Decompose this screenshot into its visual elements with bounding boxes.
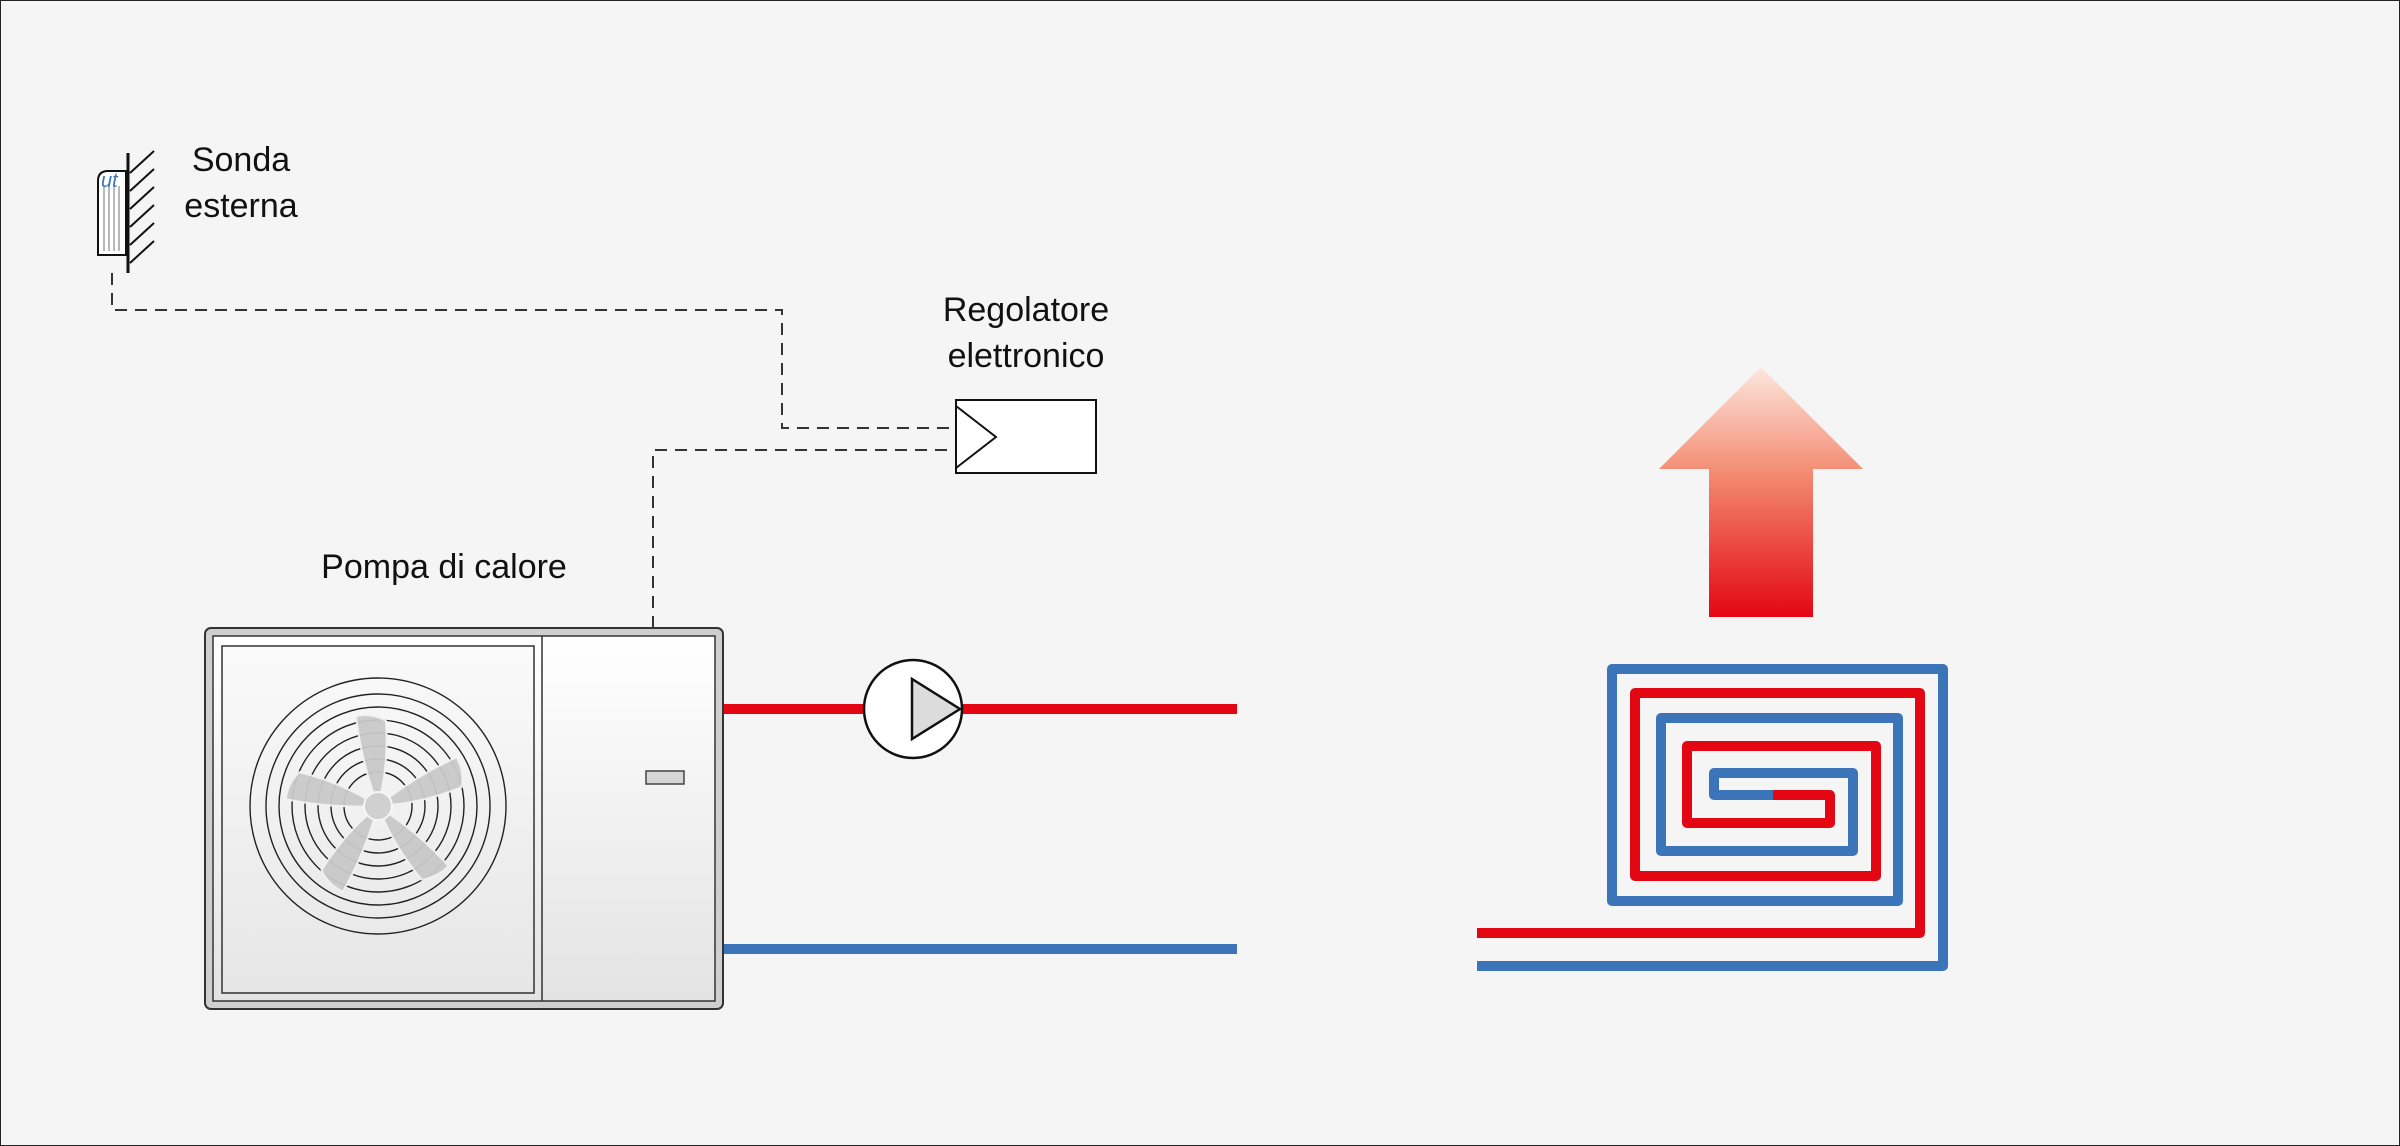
heat-arrow-icon xyxy=(1659,367,1863,617)
controller-label-line1: Regolatore xyxy=(942,291,1110,329)
heat-pump-label: Pompa di calore xyxy=(294,544,594,590)
fan-blades xyxy=(284,714,464,894)
floor-heating-coil-icon xyxy=(1477,664,1948,971)
sensor-label-line1: Sonda xyxy=(191,141,291,179)
svg-text:ut: ut xyxy=(101,170,119,192)
controller-label: Regolatore elettronico xyxy=(901,287,1151,379)
controller-label-line2: elettronico xyxy=(947,337,1105,375)
circulation-pump-icon xyxy=(862,658,964,760)
heat-pump-label-text: Pompa di calore xyxy=(321,548,567,586)
sensor-label: Sonda esterna xyxy=(171,137,311,229)
heat-pump-icon xyxy=(204,627,724,1010)
controller-box-icon xyxy=(955,399,1097,474)
outdoor-sensor-icon: ut xyxy=(97,150,155,273)
sensor-label-line2: esterna xyxy=(184,187,298,225)
control-wiring xyxy=(111,273,956,628)
